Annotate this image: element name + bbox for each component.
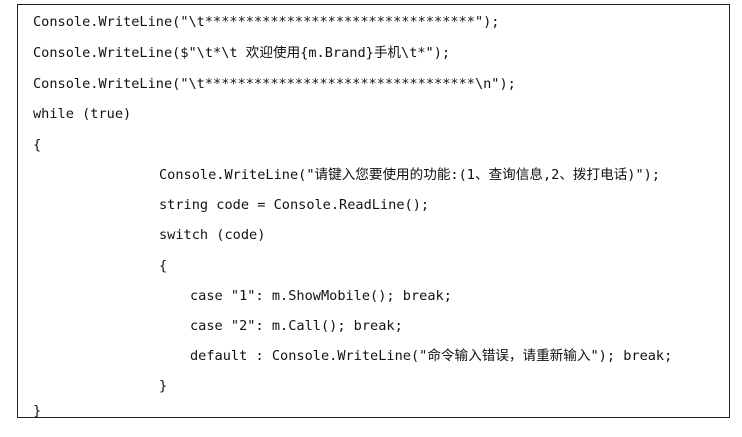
code-line-2: Console.WriteLine($"\t*\t 欢迎使用{m.Brand}手…: [33, 45, 451, 61]
code-line-8: switch (code): [159, 227, 266, 243]
code-block: Console.WriteLine("\t*******************…: [17, 4, 730, 419]
code-line-7: string code = Console.ReadLine();: [159, 197, 430, 213]
code-line-14: }: [33, 403, 42, 419]
code-line-6: Console.WriteLine("请键入您要使用的功能:(1、查询信息,2、…: [159, 167, 661, 183]
code-line-11: case "2": m.Call(); break;: [190, 318, 403, 334]
code-line-5: {: [33, 137, 42, 153]
code-line-4: while (true): [33, 106, 132, 122]
code-line-13: }: [159, 378, 168, 394]
code-line-10: case "1": m.ShowMobile(); break;: [190, 288, 452, 304]
code-line-9: {: [159, 258, 168, 274]
code-line-3: Console.WriteLine("\t*******************…: [33, 76, 516, 92]
code-line-12: default : Console.WriteLine("命令输入错误，请重新输…: [190, 348, 673, 364]
code-line-1: Console.WriteLine("\t*******************…: [33, 14, 500, 30]
